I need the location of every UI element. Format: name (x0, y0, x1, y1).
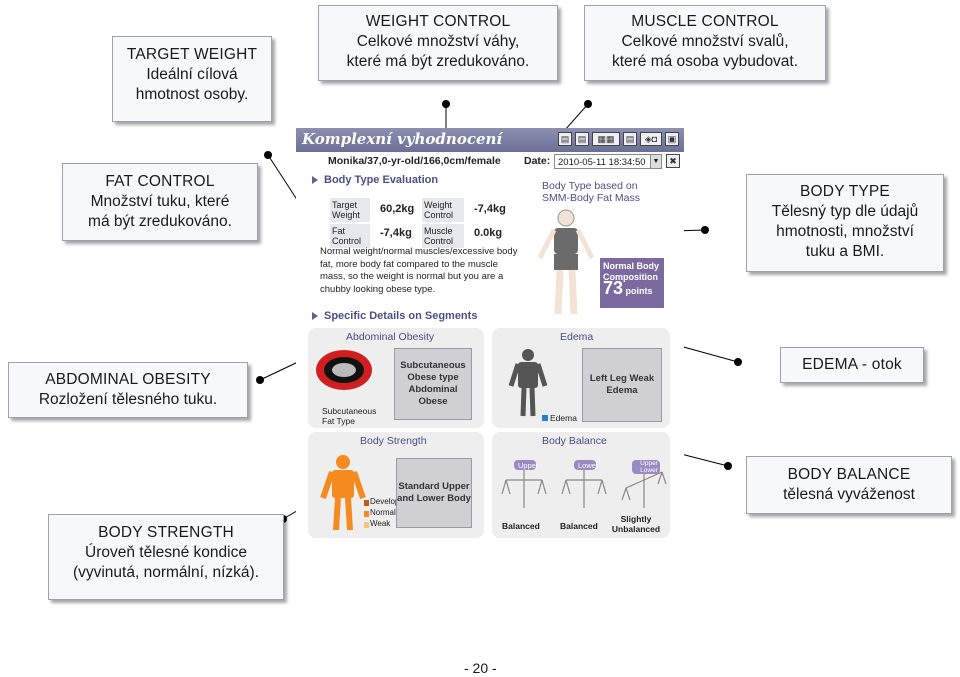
chevron-down-icon[interactable]: ▼ (650, 154, 662, 169)
composition-unit: points (625, 286, 653, 296)
callout-line: Tělesný typ dle údajů (771, 203, 919, 220)
weight-control-value: -7,4kg (474, 203, 506, 215)
target-weight-label: Target Weight (330, 198, 370, 222)
callout-line: má být zredukováno. (88, 213, 232, 230)
callout-muscle-control: MUSCLE CONTROL Celkové množství svalů, k… (584, 5, 826, 81)
callout-line: Rozložení tělesného tuku. (38, 391, 218, 408)
balance-result-3: Slightly Unbalanced (611, 514, 661, 534)
strength-title: Body Strength (360, 435, 427, 447)
balance-label-upper-lower: Upper Lower (640, 460, 658, 474)
callout-line: tělesná vyváženost (783, 486, 915, 503)
balance-scales (501, 460, 667, 508)
callout-abdominal-obesity: ABDOMINAL OBESITY Rozložení tělesného tu… (8, 362, 248, 418)
report-icon[interactable]: ▤ (575, 132, 589, 146)
evaluation-app-window: Komplexní vyhodnocení ▤ ▤ ▦▦ ▤ ◈◘ ▣ Moni… (296, 128, 684, 542)
muscle-control-value: 0.0kg (474, 227, 503, 239)
balance-title: Body Balance (542, 435, 607, 447)
legend-developed: Developed (370, 497, 409, 506)
export-icon[interactable]: ◈◘ (640, 132, 662, 146)
callout-fat-control: FAT CONTROL Množství tuku, které má být … (62, 163, 258, 241)
callout-weight-control: WEIGHT CONTROL Celkové množství váhy, kt… (318, 5, 558, 81)
muscle-control-label: Muscle Control (422, 224, 464, 248)
legend-normal: Normal (370, 508, 396, 517)
callout-line: Celkové množství svalů, (621, 33, 789, 50)
callout-edema: EDEMA - otok (780, 347, 924, 383)
body-composition-score: Normal Body Composition 73 points (600, 258, 664, 308)
callout-title: WEIGHT CONTROL (365, 13, 511, 30)
callout-line: Ideální cílová (146, 66, 238, 83)
edema-legend-swatch (542, 415, 548, 421)
abdominal-scan-icon (316, 350, 372, 390)
balance-result-1: Balanced (502, 521, 540, 531)
abdominal-result-box: Subcutaneous Obese type Abdominal Obese (394, 348, 472, 420)
callout-title: FAT CONTROL (105, 173, 215, 190)
callout-target-weight: TARGET WEIGHT Ideální cílová hmotnost os… (112, 36, 272, 122)
panel-body-balance (492, 432, 670, 538)
callout-title: TARGET WEIGHT (126, 46, 258, 63)
arrow-bullet-icon (312, 176, 318, 185)
abdominal-caption: Subcutaneous Fat Type (322, 406, 377, 426)
edema-figure (508, 349, 548, 417)
callout-title: ABDOMINAL OBESITY (45, 371, 211, 388)
strength-figure (320, 455, 366, 531)
fat-control-value: -7,4kg (380, 227, 412, 239)
list-icon[interactable]: ▤ (623, 132, 637, 146)
date-select[interactable]: 2010-05-11 18:34:50 (554, 154, 658, 169)
arrow-bullet-icon (312, 312, 318, 321)
target-weight-value: 60,2kg (380, 203, 415, 215)
balance-label-upper: Upper (518, 461, 539, 470)
save-icon[interactable]: ▣ (665, 132, 679, 146)
callout-title: BODY TYPE (800, 183, 890, 200)
balance-label-lower: Lower (578, 461, 599, 470)
app-titlebar: Komplexní vyhodnocení ▤ ▤ ▦▦ ▤ ◈◘ ▣ (296, 128, 684, 152)
callout-body-type: BODY TYPE Tělesný typ dle údajů hmotnost… (746, 174, 944, 272)
legend-normal-swatch (364, 511, 369, 517)
fat-control-label: Fat Control (330, 224, 370, 248)
callout-title: MUSCLE CONTROL (631, 13, 779, 30)
callout-line: hmotnost osoby. (135, 86, 249, 103)
callout-line: (vyvinutá, normální, nízká). (72, 564, 260, 581)
grid-icon[interactable]: ▦▦ (592, 132, 620, 146)
callout-line: tuku a BMI. (805, 243, 885, 260)
section-title: Specific Details on Segments (324, 310, 478, 322)
section-body-type-evaluation: Body Type Evaluation (312, 174, 438, 186)
body-figure (537, 209, 595, 315)
callout-line: Úroveň tělesné kondice (85, 544, 247, 561)
print-icon[interactable]: ▤ (558, 132, 572, 146)
composition-label: Normal Body Composition (603, 261, 660, 282)
balance-result-2: Balanced (560, 521, 598, 531)
callout-title: BODY BALANCE (787, 466, 911, 483)
callout-line: které má osoba vybudovat. (611, 53, 799, 70)
callout-line: které má být zredukováno. (346, 53, 530, 70)
strength-result-box: Standard Upper and Lower Body (396, 458, 472, 528)
trash-icon[interactable]: ✖ (666, 154, 680, 168)
callout-body-balance: BODY BALANCE tělesná vyváženost (746, 456, 952, 514)
callout-title: BODY STRENGTH (98, 524, 234, 541)
date-label: Date: (524, 155, 551, 167)
edema-legend-label: Edema (550, 413, 577, 423)
evaluation-text: Normal weight/normal muscles/excessive b… (320, 246, 518, 295)
subject-info: Monika/37,0-yr-old/166,0cm/female (328, 155, 501, 167)
edema-result-box: Left Leg Weak Edema (582, 348, 662, 422)
abdominal-title: Abdominal Obesity (346, 331, 435, 343)
section-title: Body Type Evaluation (324, 174, 439, 186)
callout-title: EDEMA - otok (802, 356, 902, 373)
callout-line: Množství tuku, které (90, 193, 230, 210)
legend-weak: Weak (370, 519, 391, 528)
callout-body-strength: BODY STRENGTH Úroveň tělesné kondice (vy… (48, 514, 284, 600)
page-number: - 20 - (464, 660, 497, 676)
composition-score: 73 (603, 278, 624, 298)
legend-weak-swatch (364, 522, 369, 528)
callout-line: Celkové množství váhy, (356, 33, 520, 50)
app-title: Komplexní vyhodnocení (302, 130, 503, 148)
legend-developed-swatch (364, 500, 369, 506)
section-specific-details: Specific Details on Segments (312, 310, 477, 322)
callout-line: hmotnosti, množství (776, 223, 914, 240)
edema-title: Edema (560, 331, 594, 343)
body-type-based-title: Body Type based on SMM-Body Fat Mass (542, 180, 641, 204)
weight-control-label: Weight Control (422, 198, 464, 222)
